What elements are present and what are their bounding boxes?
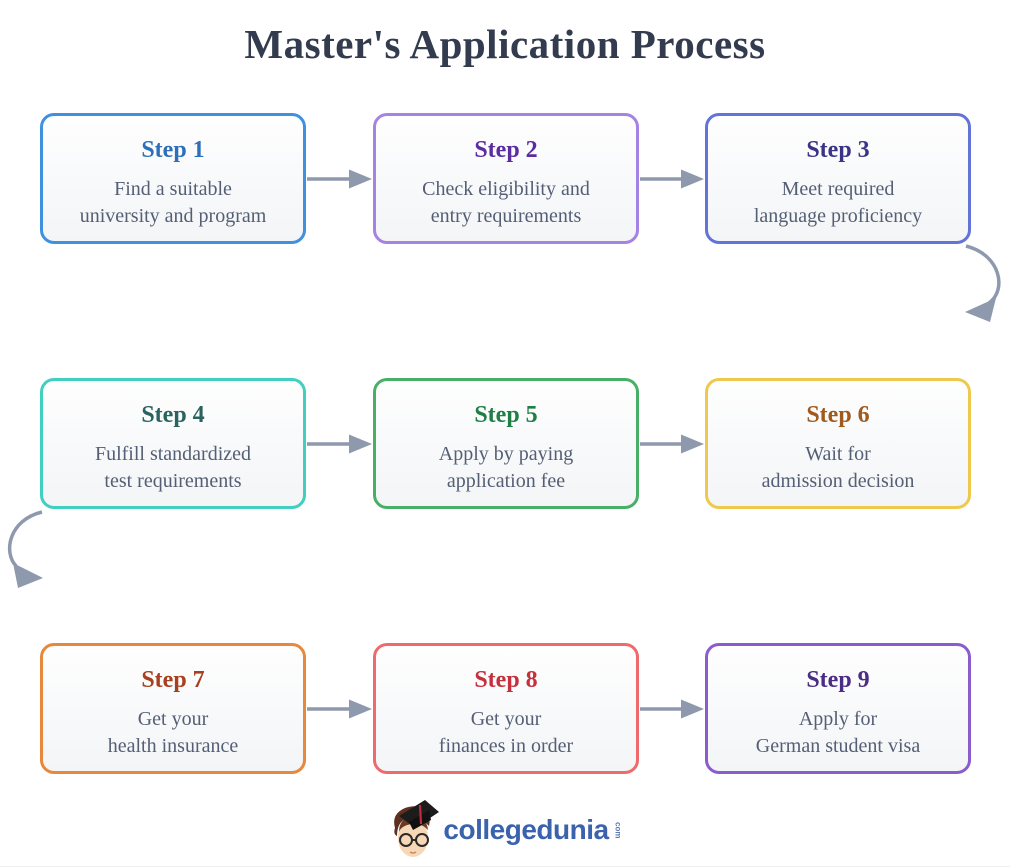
step-3-heading: Step 3	[806, 137, 870, 163]
arrow-step3-to-row2-curve	[965, 244, 1001, 322]
step-2-line-2: entry requirements	[430, 205, 582, 227]
step-box-7: Step 7 Get your health insurance	[40, 643, 306, 774]
arrow-step5-to-step6	[640, 434, 704, 454]
step-3-line-1: Meet required	[781, 178, 895, 200]
step-3-line-2: language proficiency	[753, 205, 923, 227]
arrow-step2-to-step3	[640, 169, 704, 189]
collegedunia-logo-text: collegedunia	[443, 814, 609, 845]
step-7-line-2: health insurance	[107, 735, 239, 757]
step-5-line-2: application fee	[446, 470, 566, 492]
step-box-4: Step 4 Fulfill standardized test require…	[40, 378, 306, 509]
step-1-line-1: Find a suitable	[114, 178, 232, 200]
step-7-line-1: Get your	[137, 708, 209, 730]
collegedunia-mascot-icon	[394, 800, 440, 857]
step-4-line-2: test requirements	[104, 470, 242, 492]
step-box-8: Step 8 Get your finances in order	[373, 643, 639, 774]
arrow-step1-to-step2	[307, 169, 372, 189]
step-6-line-2: admission decision	[761, 470, 915, 492]
step-8-line-2: finances in order	[438, 735, 574, 757]
step-2-heading: Step 2	[474, 137, 538, 163]
collegedunia-logo-suffix: com	[613, 821, 623, 839]
arrow-row2-to-row3-curve	[7, 510, 43, 588]
step-box-3: Step 3 Meet required language proficienc…	[705, 113, 971, 244]
arrow-step7-to-step8	[307, 699, 372, 719]
step-1-line-2: university and program	[79, 205, 267, 227]
step-box-6: Step 6 Wait for admission decision	[705, 378, 971, 509]
step-box-9: Step 9 Apply for German student visa	[705, 643, 971, 774]
step-9-line-1: Apply for	[798, 708, 878, 730]
step-6-line-1: Wait for	[805, 443, 871, 465]
collegedunia-logo: collegedunia com	[0, 798, 1010, 862]
step-box-1: Step 1 Find a suitable university and pr…	[40, 113, 306, 244]
arrow-step8-to-step9	[640, 699, 704, 719]
step-5-heading: Step 5	[474, 402, 538, 428]
step-1-heading: Step 1	[141, 137, 205, 163]
step-9-heading: Step 9	[806, 667, 870, 693]
step-7-heading: Step 7	[141, 667, 205, 693]
step-6-heading: Step 6	[806, 402, 870, 428]
step-4-line-1: Fulfill standardized	[94, 443, 252, 465]
step-4-heading: Step 4	[141, 402, 205, 428]
step-2-line-1: Check eligibility and	[422, 178, 590, 200]
step-box-2: Step 2 Check eligibility and entry requi…	[373, 113, 639, 244]
step-8-heading: Step 8	[474, 667, 538, 693]
page-title: Master's Application Process	[244, 21, 766, 67]
step-box-5: Step 5 Apply by paying application fee	[373, 378, 639, 509]
step-8-line-1: Get your	[470, 708, 542, 730]
arrow-step4-to-step5	[307, 434, 372, 454]
step-5-line-1: Apply by paying	[438, 443, 574, 465]
step-9-line-2: German student visa	[755, 735, 921, 757]
